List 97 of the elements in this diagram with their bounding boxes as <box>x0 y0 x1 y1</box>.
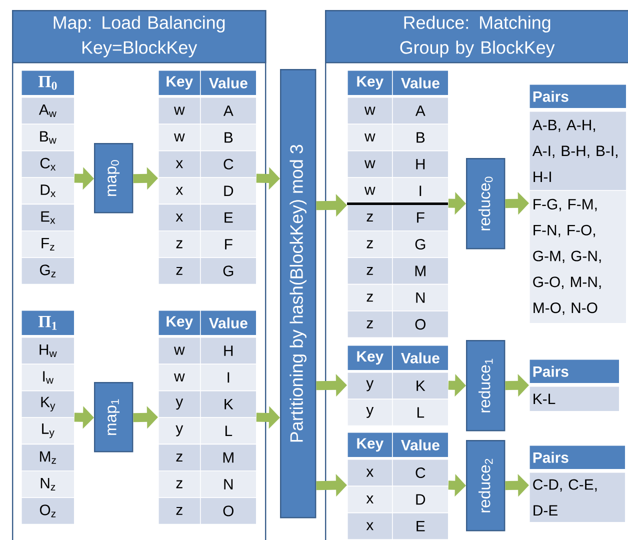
table-cell: M <box>200 444 257 472</box>
table-cell: N <box>392 284 449 312</box>
table-cell: I <box>392 177 449 205</box>
table-cell: K <box>392 372 449 400</box>
process-box: reduce$_{0}$ <box>466 158 506 250</box>
table-cell: M <box>392 257 449 285</box>
table-cell: D <box>392 486 449 514</box>
table-cell: E <box>200 204 257 232</box>
table-cell: F-G, F-M, F-N, F-O, G-M, G-N, G-O, M-N, M-O, N-O <box>529 190 627 324</box>
table-header-cell: Value <box>200 70 257 96</box>
table-cell: F$_{z}$ <box>21 230 75 258</box>
table-header-cell: Key <box>347 345 393 371</box>
panel-title: Map: Load Balancing Key=BlockKey <box>12 10 266 64</box>
table-cell: G <box>200 257 257 285</box>
table-cell: C-D, C-E, D-E <box>529 472 626 523</box>
table-cell: L <box>392 398 449 426</box>
table-cell: D <box>200 177 257 205</box>
table-cell: w <box>347 124 393 152</box>
table-header-cell: Value <box>200 310 257 336</box>
table-cell: x <box>347 512 393 540</box>
table-cell: L <box>200 417 257 445</box>
table-header-cell: Pairs <box>529 84 627 109</box>
table-cell: O <box>392 310 449 338</box>
partition-bar: Partitioning by hash(BlockKey) mod 3 <box>280 69 316 518</box>
table-cell: z <box>347 310 393 338</box>
table-cell: C$_{x}$ <box>21 150 75 178</box>
table-cell: G$_{z}$ <box>21 257 75 285</box>
table-header-cell: Π$_{0}$ <box>21 70 75 96</box>
table-cell: A <box>200 97 257 124</box>
table-cell: z <box>347 257 393 285</box>
table-cell: I <box>200 364 257 392</box>
table-cell: y <box>347 372 393 400</box>
table-header-cell: Value <box>392 345 449 371</box>
table-cell: D$_{x}$ <box>21 177 75 205</box>
table-cell: z <box>158 497 201 525</box>
table-header-cell: Π$_{1}$ <box>21 310 75 336</box>
table-cell: z <box>158 257 201 285</box>
table-cell: G <box>392 230 449 258</box>
table-header-cell: Value <box>392 432 449 458</box>
table-cell: K$_{y}$ <box>21 390 75 418</box>
table-cell: F <box>200 230 257 258</box>
table-cell: z <box>347 230 393 258</box>
table-cell: N <box>200 470 257 498</box>
table-cell: z <box>158 444 201 472</box>
table-cell: B$_{w}$ <box>21 124 75 152</box>
table-header-cell: Pairs <box>529 359 620 384</box>
table-cell: A <box>392 97 449 124</box>
table-cell: B <box>200 124 257 152</box>
table-cell: z <box>347 284 393 312</box>
table-cell: z <box>347 204 393 232</box>
table-cell: w <box>158 124 201 152</box>
table-cell: H <box>200 337 257 364</box>
table-cell: I$_{w}$ <box>21 364 75 392</box>
table-cell: H$_{w}$ <box>21 337 75 364</box>
table-cell: y <box>158 390 201 418</box>
table-cell: w <box>158 364 201 392</box>
process-box: reduce$_{2}$ <box>466 440 506 532</box>
table-cell: x <box>347 486 393 514</box>
table-cell: C <box>200 150 257 178</box>
process-box: map$_{1}$ <box>94 382 134 452</box>
table-cell: x <box>158 204 201 232</box>
table-cell: A$_{w}$ <box>21 97 75 124</box>
table-cell: O$_{z}$ <box>21 497 75 525</box>
table-cell: w <box>347 177 393 205</box>
table-header-cell: Key <box>347 432 393 458</box>
process-box: map$_{0}$ <box>94 143 134 214</box>
table-cell: z <box>158 470 201 498</box>
table-cell: x <box>158 150 201 178</box>
table-cell: w <box>158 337 201 364</box>
table-header-cell: Key <box>158 310 201 336</box>
table-cell: z <box>158 230 201 258</box>
table-cell: N$_{z}$ <box>21 470 75 498</box>
table-cell: E$_{x}$ <box>21 204 75 232</box>
table-cell: x <box>158 177 201 205</box>
table-cell: w <box>347 97 393 124</box>
table-cell: w <box>158 97 201 124</box>
table-cell: K <box>200 390 257 418</box>
table-cell: E <box>392 512 449 540</box>
table-cell: A-B, A-H, A-I, B-H, B-I, H-I <box>529 111 627 191</box>
table-header-cell: Key <box>158 70 201 96</box>
table-cell: y <box>347 398 393 426</box>
table-cell: L$_{y}$ <box>21 417 75 445</box>
table-cell: H <box>392 150 449 178</box>
table-cell: C <box>392 459 449 486</box>
table-cell: B <box>392 124 449 152</box>
table-cell: F <box>392 204 449 232</box>
table-cell: w <box>347 150 393 178</box>
process-box: reduce$_{1}$ <box>466 340 506 432</box>
table-cell: x <box>347 459 393 486</box>
table-header-cell: Pairs <box>529 445 626 470</box>
table-cell: M$_{z}$ <box>21 444 75 472</box>
table-header-cell: Value <box>392 70 449 96</box>
panel-title: Reduce: Matching Group by BlockKey <box>325 10 628 64</box>
table-header-cell: Key <box>347 70 393 96</box>
table-cell: K-L <box>529 386 620 412</box>
table-cell: y <box>158 417 201 445</box>
table-cell: O <box>200 497 257 525</box>
